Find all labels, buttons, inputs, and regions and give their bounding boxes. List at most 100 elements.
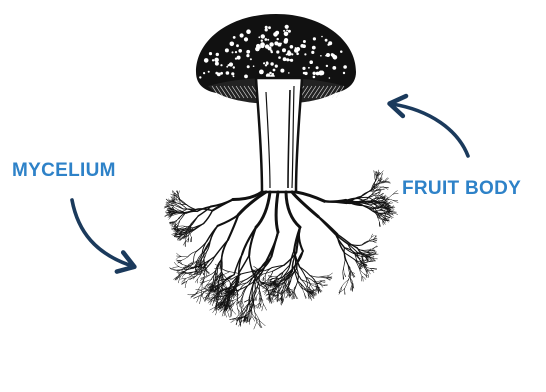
cap-spot (275, 65, 278, 68)
cap-spot (285, 25, 289, 29)
cap-spot (283, 57, 287, 61)
mycelium-strand (207, 226, 218, 241)
mycelium-strand (387, 194, 393, 199)
cap-spot (209, 52, 212, 55)
cap-spot (208, 71, 210, 73)
cap-spot (284, 38, 288, 42)
cap-spot (235, 51, 237, 53)
mycelium-arrow (72, 200, 132, 266)
cap-spot (343, 72, 345, 74)
mycelium-strand (318, 217, 335, 235)
mycelium-label: MYCELIUM (12, 160, 116, 182)
cap-spot (313, 37, 316, 40)
mycelium-strand (262, 304, 264, 311)
cap-spot (229, 62, 233, 66)
mycelium-strand (327, 273, 332, 276)
cap-spot (283, 30, 285, 32)
cap-spot (233, 36, 236, 39)
mycelium-strand (249, 255, 253, 273)
cap-spot (313, 76, 316, 79)
cap-spot (345, 65, 347, 67)
cap-spot (232, 51, 234, 53)
cap-spot (329, 77, 331, 79)
mushroom-stem (256, 78, 302, 192)
cap-spot (284, 32, 289, 37)
cap-spot (325, 55, 327, 57)
cap-spot (288, 72, 290, 74)
mycelium-strand (361, 276, 362, 281)
cap-spot (235, 58, 237, 60)
fruit-body-label: FRUIT BODY (402, 178, 521, 200)
cap-spot (226, 71, 230, 75)
cap-spot (286, 58, 289, 61)
cap-spot (288, 30, 291, 33)
cap-spot (328, 41, 332, 45)
mycelium-strand (344, 268, 345, 273)
mycelium-strand (310, 283, 317, 284)
mycelium-network (164, 170, 398, 329)
cap-spot (312, 46, 316, 50)
cap-spot (271, 51, 273, 53)
cap-spot (277, 38, 279, 40)
cap-spot (217, 73, 221, 77)
mycelium-strand (369, 270, 371, 274)
cap-spot (296, 47, 300, 51)
cap-spot (321, 36, 323, 38)
mycelium-strand (314, 281, 321, 282)
cap-spot (275, 31, 279, 35)
cap-spot (216, 53, 219, 56)
mycelium-strand (200, 295, 202, 304)
cap-spot (203, 72, 205, 74)
cap-spot (265, 26, 268, 29)
mycelium-strand (263, 271, 273, 274)
cap-spot (316, 66, 319, 69)
cap-spot (286, 29, 288, 31)
mycelium-strand (191, 216, 198, 224)
cap-spot (246, 29, 251, 34)
mycelium-strand (382, 173, 383, 178)
mycelium-strand (373, 241, 376, 243)
mycelium-strand (188, 251, 197, 257)
cap-spot (268, 26, 271, 29)
cap-spot (291, 53, 293, 55)
cap-spot (226, 66, 228, 68)
cap-spot (214, 58, 219, 63)
cap-spot (256, 44, 260, 48)
mycelium-strand (272, 276, 277, 277)
cap-spot (326, 65, 328, 67)
cap-spot (290, 45, 294, 49)
cap-spot (270, 62, 273, 65)
cap-spot (309, 60, 313, 64)
mycelium-strand (182, 257, 188, 261)
cap-spot (272, 73, 274, 75)
cap-spot (313, 72, 316, 75)
mycelium-strand (360, 269, 363, 276)
cap-spot (263, 62, 265, 64)
cap-spot (246, 54, 249, 57)
cap-spot (265, 44, 269, 48)
cap-spot (278, 56, 281, 59)
cap-spot (244, 75, 248, 79)
cap-spot (282, 48, 286, 52)
cap-spot (269, 42, 273, 46)
cap-spot (233, 66, 235, 68)
mycelium-strand (254, 266, 258, 269)
mycelium-strand (177, 257, 181, 259)
cap-spot (240, 33, 244, 37)
cap-spot (259, 70, 264, 75)
cap-spot (276, 50, 279, 53)
mycelium-strand (276, 192, 278, 232)
cap-spot (261, 34, 265, 38)
mycelium-strand (173, 267, 179, 268)
cap-spot (237, 56, 241, 60)
cap-spot (253, 65, 255, 67)
mycelium-strand (169, 268, 177, 271)
cap-spot (280, 69, 284, 73)
mycelium-strand (193, 224, 203, 230)
mycelium-strand (310, 284, 311, 290)
cap-spot (311, 51, 314, 54)
cap-spot (215, 62, 219, 66)
cap-spot (250, 58, 252, 60)
mycelium-strand (299, 227, 303, 251)
cap-spot (302, 67, 305, 70)
